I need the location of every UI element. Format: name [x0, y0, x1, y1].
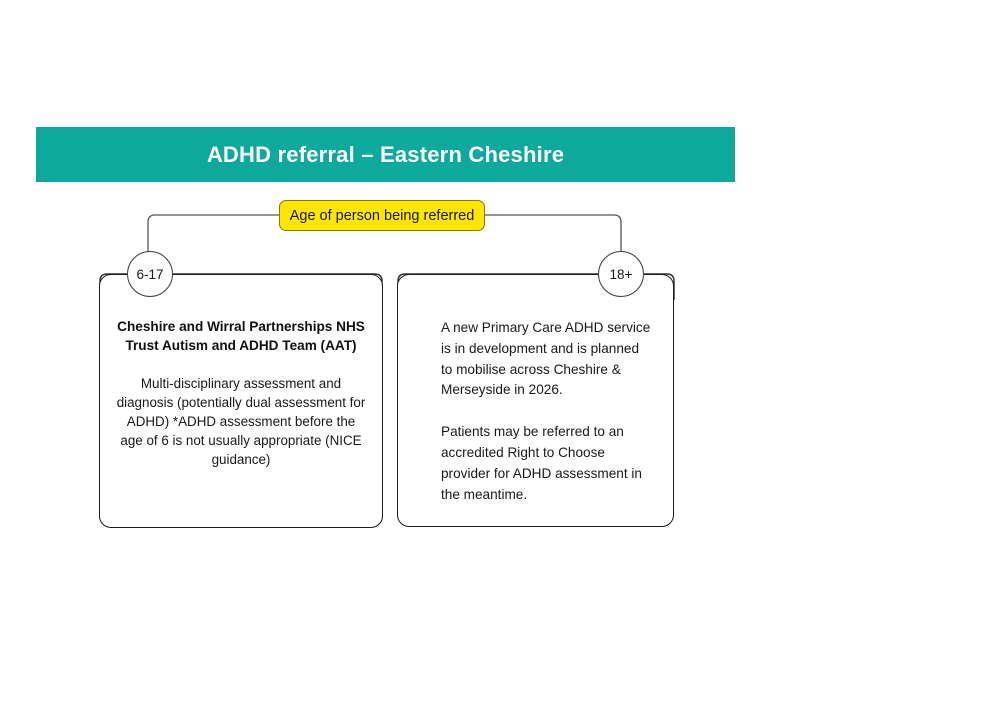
- connector-left-branch: [147, 214, 279, 252]
- header-banner: ADHD referral – Eastern Cheshire: [36, 127, 735, 182]
- age-circle-18-plus-label: 18+: [609, 266, 633, 282]
- outcome-box-adults: A new Primary Care ADHD service is in de…: [397, 274, 674, 527]
- outcome-box-children-body: Multi-disciplinary assessment and diagno…: [116, 375, 366, 467]
- page-title: ADHD referral – Eastern Cheshire: [206, 141, 565, 167]
- age-circle-6-17: 6-17: [127, 251, 173, 297]
- connector-right-branch: [485, 214, 622, 252]
- age-circle-18-plus: 18+: [598, 251, 644, 297]
- age-circle-6-17-label: 6-17: [136, 266, 164, 282]
- outcome-box-children-content: Cheshire and Wirral Partnerships NHS Tru…: [114, 317, 368, 469]
- outcome-box-adults-paragraph-2: Patients may be referred to an accredite…: [441, 424, 642, 502]
- outcome-box-adults-content: A new Primary Care ADHD service is in de…: [441, 318, 651, 505]
- outcome-box-adults-paragraph-1: A new Primary Care ADHD service is in de…: [441, 320, 651, 398]
- outcome-box-children-heading: Cheshire and Wirral Partnerships NHS Tru…: [117, 319, 365, 354]
- outcome-box-children: Cheshire and Wirral Partnerships NHS Tru…: [99, 274, 383, 528]
- decision-node-age[interactable]: Age of person being referred: [279, 200, 485, 231]
- decision-node-label: Age of person being referred: [289, 207, 475, 224]
